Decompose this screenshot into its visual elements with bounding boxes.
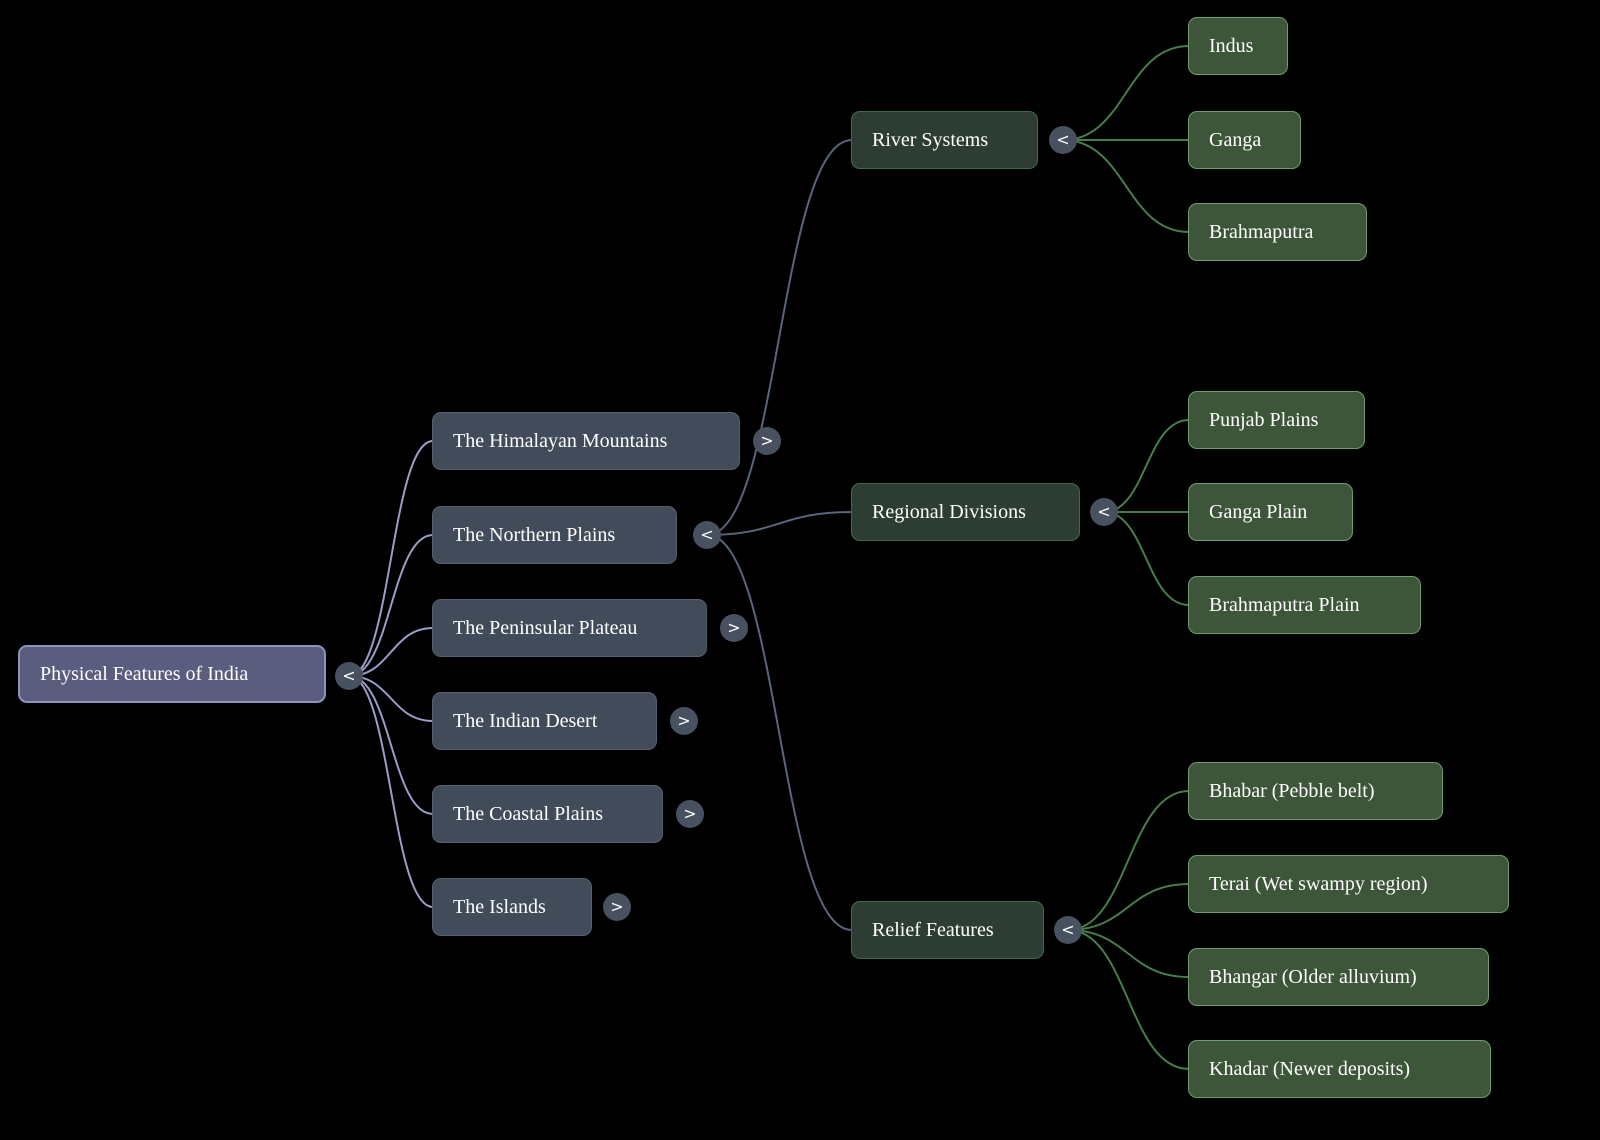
edge-northern-plains-to-regional-divisions	[706, 511, 853, 536]
node-label: The Indian Desert	[453, 709, 598, 732]
node-label: Ganga Plain	[1209, 500, 1308, 523]
node-label: Regional Divisions	[872, 500, 1026, 523]
node-indian-desert[interactable]: The Indian Desert	[432, 692, 657, 750]
node-label: Brahmaputra Plain	[1209, 593, 1360, 616]
edge-river-systems-to-brahmaputra	[1062, 139, 1190, 233]
edge-northern-plains-to-relief-features	[706, 534, 853, 931]
node-label: The Northern Plains	[453, 523, 616, 546]
node-label: Ganga	[1209, 128, 1262, 151]
chevron-left-icon: <	[1097, 502, 1111, 521]
edge-root-to-coastal-plains	[348, 675, 434, 815]
node-brahmaputra[interactable]: Brahmaputra	[1188, 203, 1367, 261]
toggle-islands[interactable]: >	[603, 893, 631, 921]
node-brahmaputra-plain[interactable]: Brahmaputra Plain	[1188, 576, 1421, 634]
chevron-left-icon: <	[1061, 920, 1075, 939]
chevron-right-icon: >	[610, 897, 624, 916]
node-bhangar[interactable]: Bhangar (Older alluvium)	[1188, 948, 1489, 1006]
node-label: Physical Features of India	[40, 662, 249, 685]
edge-relief-features-to-terai	[1067, 883, 1190, 931]
node-label: Terai (Wet swampy region)	[1209, 872, 1428, 895]
node-ganga[interactable]: Ganga	[1188, 111, 1301, 169]
node-label: The Himalayan Mountains	[453, 429, 668, 452]
toggle-coastal-plains[interactable]: >	[676, 800, 704, 828]
node-label: Relief Features	[872, 918, 994, 941]
edge-relief-features-to-khadar	[1067, 929, 1190, 1070]
node-islands[interactable]: The Islands	[432, 878, 592, 936]
node-indus[interactable]: Indus	[1188, 17, 1288, 75]
node-regional-divisions[interactable]: Regional Divisions	[851, 483, 1080, 541]
edge-regional-divisions-to-brahmaputra-plain	[1103, 511, 1190, 606]
edge-regional-divisions-to-punjab-plains	[1103, 419, 1190, 513]
node-label: River Systems	[872, 128, 989, 151]
chevron-left-icon: <	[1056, 130, 1070, 149]
node-terai[interactable]: Terai (Wet swampy region)	[1188, 855, 1509, 913]
toggle-himalayan-mountains[interactable]: >	[753, 427, 781, 455]
toggle-river-systems[interactable]: <	[1049, 126, 1077, 154]
node-khadar[interactable]: Khadar (Newer deposits)	[1188, 1040, 1491, 1098]
node-coastal-plains[interactable]: The Coastal Plains	[432, 785, 663, 843]
node-ganga-plain[interactable]: Ganga Plain	[1188, 483, 1353, 541]
edge-root-to-himalayan	[348, 440, 434, 677]
edge-relief-features-to-bhangar	[1067, 929, 1190, 978]
node-label: The Coastal Plains	[453, 802, 603, 825]
toggle-regional-divisions[interactable]: <	[1090, 498, 1118, 526]
node-label: Punjab Plains	[1209, 408, 1319, 431]
chevron-right-icon: >	[727, 618, 741, 637]
toggle-indian-desert[interactable]: >	[670, 707, 698, 735]
node-bhabar[interactable]: Bhabar (Pebble belt)	[1188, 762, 1443, 820]
node-label: Indus	[1209, 34, 1254, 57]
chevron-right-icon: >	[760, 431, 774, 450]
node-label: Bhangar (Older alluvium)	[1209, 965, 1417, 988]
node-river-systems[interactable]: River Systems	[851, 111, 1038, 169]
node-northern-plains[interactable]: The Northern Plains	[432, 506, 677, 564]
node-himalayan-mountains[interactable]: The Himalayan Mountains	[432, 412, 740, 470]
chevron-right-icon: >	[683, 804, 697, 823]
edge-river-systems-to-indus	[1062, 45, 1190, 141]
edge-northern-plains-to-river-systems	[706, 139, 853, 536]
node-punjab-plains[interactable]: Punjab Plains	[1188, 391, 1365, 449]
chevron-left-icon: <	[342, 666, 356, 685]
toggle-northern-plains[interactable]: <	[693, 521, 721, 549]
edge-root-to-northern-plains	[348, 534, 434, 677]
edge-root-to-islands	[348, 675, 434, 908]
node-label: The Islands	[453, 895, 546, 918]
node-label: The Peninsular Plateau	[453, 616, 638, 639]
toggle-relief-features[interactable]: <	[1054, 916, 1082, 944]
chevron-right-icon: >	[677, 711, 691, 730]
edge-relief-features-to-bhabar	[1067, 790, 1190, 931]
node-relief-features[interactable]: Relief Features	[851, 901, 1044, 959]
node-label: Khadar (Newer deposits)	[1209, 1057, 1411, 1080]
chevron-left-icon: <	[700, 525, 714, 544]
toggle-peninsular-plateau[interactable]: >	[720, 614, 748, 642]
node-physical-features-of-india[interactable]: Physical Features of India	[18, 645, 326, 703]
node-label: Bhabar (Pebble belt)	[1209, 779, 1375, 802]
node-label: Brahmaputra	[1209, 220, 1314, 243]
toggle-physical-features-of-india[interactable]: <	[335, 662, 363, 690]
node-peninsular-plateau[interactable]: The Peninsular Plateau	[432, 599, 707, 657]
